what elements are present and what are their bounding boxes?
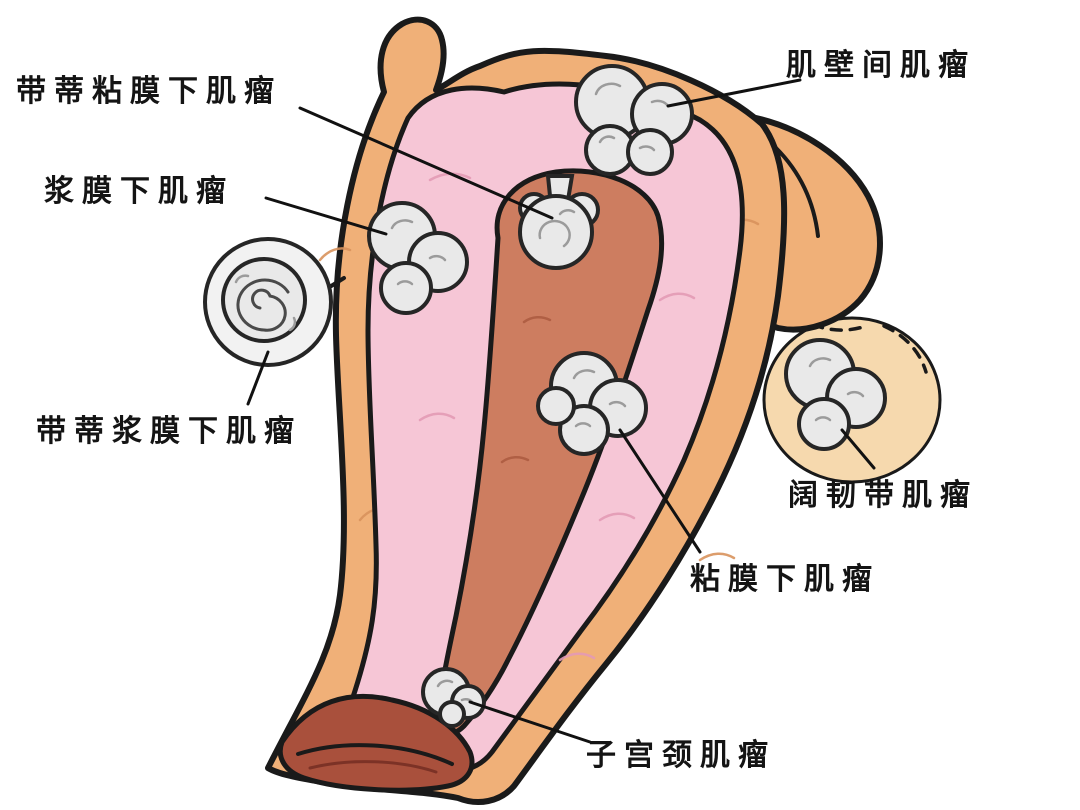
leader-pedunculated-submucosal [298,106,554,220]
fibroid-cervical [421,667,486,728]
cervix-opening [277,693,475,793]
leader-pedunculated-subserosal [246,350,270,406]
leader-broad-ligament [840,428,876,470]
label-submucosal: 粘膜下肌瘤 [690,562,880,597]
fibroid-intramural [574,64,694,176]
fibroid-pedunculated-subserosal [203,237,346,367]
label-intramural: 肌壁间肌瘤 [786,48,976,83]
fibroid-submucosal [536,351,648,456]
leader-submucosal [618,428,702,554]
leader-subserosal [264,196,388,236]
leader-intramural [666,78,802,108]
fibroid-subserosal [367,201,469,315]
leader-cervical [468,700,592,744]
label-pedunculated-submucosal: 带蒂粘膜下肌瘤 [16,74,282,109]
leader-lines [246,78,876,744]
label-pedunculated-subserosal: 带蒂浆膜下肌瘤 [36,414,302,449]
fibroid-broad-ligament [784,338,887,451]
label-subserosal: 浆膜下肌瘤 [44,174,234,209]
fibroid-pedunculated-submucosal [518,174,600,270]
label-cervical: 子宫颈肌瘤 [586,738,776,773]
label-broad-ligament: 阔韧带肌瘤 [788,478,978,513]
